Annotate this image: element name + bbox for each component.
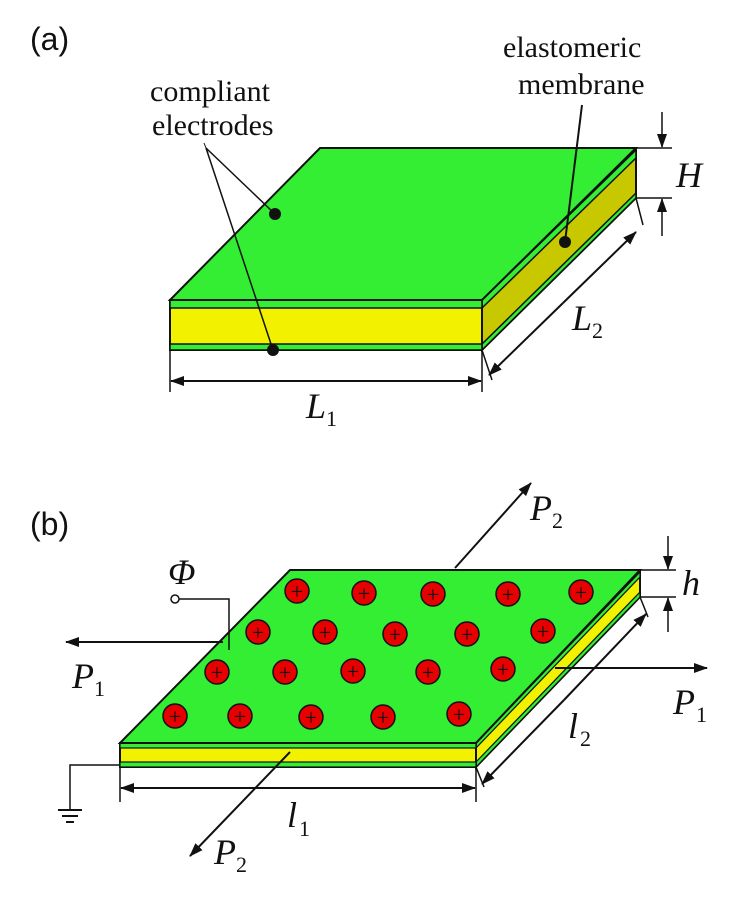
svg-text:+: + [347, 659, 359, 684]
svg-text:+: + [291, 579, 303, 604]
svg-text:+: + [358, 581, 370, 606]
charge: + [454, 621, 480, 647]
charge: + [568, 579, 594, 605]
length1-b-symbol: l [287, 795, 297, 835]
top-electrode-dot [269, 208, 281, 220]
charge: + [420, 581, 446, 607]
top-electrode-front [169, 299, 483, 309]
svg-text:+: + [575, 580, 587, 605]
charge: + [298, 704, 324, 730]
svg-text:+: + [305, 705, 317, 730]
electrodes-label-line1: compliant [150, 75, 271, 108]
charge: + [162, 703, 188, 729]
length2-arrow-lower [488, 302, 564, 376]
svg-text:+: + [461, 622, 473, 647]
charge: + [370, 704, 396, 730]
force2-up-subscript: 2 [552, 508, 563, 533]
charge: + [227, 703, 253, 729]
charge: + [340, 658, 366, 684]
svg-text:+: + [537, 619, 549, 644]
panel-b: (b) + + + + + + + + + + + + + + + + [30, 482, 708, 877]
membrane-label-line2: membrane [518, 68, 645, 101]
svg-text:+: + [389, 622, 401, 647]
thickness-symbol-H: H [675, 155, 704, 195]
panel-b-label: (b) [30, 506, 69, 542]
bottom-electrode-front-b [119, 761, 477, 768]
force1-right-symbol: P [672, 682, 695, 722]
charge: + [272, 659, 298, 685]
force2-arrow-down [189, 751, 291, 857]
svg-text:+: + [252, 620, 264, 645]
force1-left-symbol: P [71, 656, 94, 696]
svg-text:+: + [169, 704, 181, 729]
charge: + [446, 701, 472, 727]
potential-symbol: Φ [168, 552, 195, 592]
svg-text:+: + [377, 705, 389, 730]
svg-text:+: + [279, 660, 291, 685]
ground-icon [58, 809, 82, 823]
membrane-dot [559, 236, 571, 248]
panel-a: (a) compliant electrodes elastomeric mem… [30, 21, 704, 431]
length1-symbol: L [305, 386, 326, 426]
electrode-leader-bottom [205, 147, 274, 351]
force1-right-subscript: 1 [696, 702, 707, 727]
svg-text:+: + [234, 704, 246, 729]
length2-b-arrow-lower [481, 699, 565, 785]
svg-text:+: + [497, 657, 509, 682]
force2-up-symbol: P [529, 488, 552, 528]
length2-b-subscript: 2 [580, 726, 591, 751]
potential-wire [179, 598, 230, 650]
charge: + [530, 618, 556, 644]
potential-terminal-icon [170, 594, 180, 604]
charge: + [415, 659, 441, 685]
membrane-leader [564, 104, 583, 243]
length2-b-arrow-upper [563, 613, 647, 701]
force1-left-subscript: 1 [94, 676, 105, 701]
force2-down-symbol: P [213, 832, 236, 872]
svg-text:+: + [427, 582, 439, 607]
charge: + [312, 619, 338, 645]
length2-subscript: 2 [592, 318, 603, 343]
length1-b-subscript: 1 [299, 816, 310, 841]
ground-wire [69, 764, 120, 810]
svg-text:+: + [319, 620, 331, 645]
svg-text:+: + [502, 582, 514, 607]
charge: + [204, 659, 230, 685]
bottom-electrode-dot [267, 344, 279, 356]
charges: + + + + + + + + + + + + + + + + + + + + [162, 578, 594, 730]
length2-b-symbol: l [568, 706, 578, 746]
panel-a-label: (a) [30, 21, 69, 57]
length2-arrow-upper [562, 231, 637, 304]
charge: + [351, 580, 377, 606]
charge: + [245, 619, 271, 645]
force2-down-subscript: 2 [236, 852, 247, 877]
charge: + [284, 578, 310, 604]
length1-subscript: 1 [326, 406, 337, 431]
svg-text:+: + [211, 660, 223, 685]
svg-text:+: + [453, 702, 465, 727]
bottom-electrode-front [169, 343, 483, 351]
svg-text:+: + [422, 660, 434, 685]
charge: + [490, 656, 516, 682]
force2-arrow-up [454, 482, 532, 569]
electrodes-label-line2: electrodes [152, 109, 274, 142]
charge: + [495, 581, 521, 607]
charge: + [382, 621, 408, 647]
thickness-symbol-h: h [682, 563, 700, 603]
electrode-leader-top [205, 147, 276, 215]
membrane-label-line1: elastomeric [503, 31, 641, 64]
length2-symbol: L [571, 298, 592, 338]
